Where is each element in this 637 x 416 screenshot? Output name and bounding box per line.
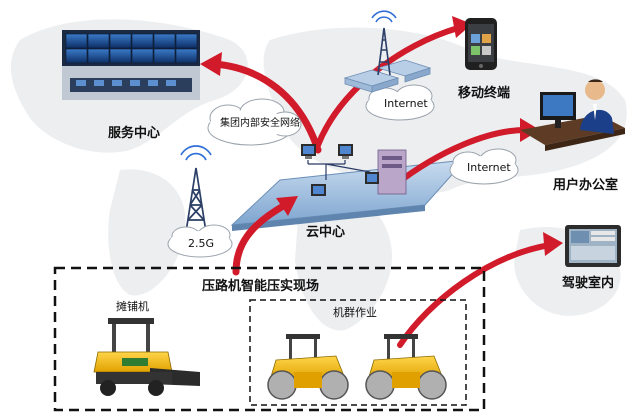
arrow-to-cab: [397, 242, 553, 348]
label-service-center: 服务中心: [108, 126, 161, 141]
label-internet-right: Internet: [467, 161, 511, 174]
server-blocks-icon: [343, 59, 432, 93]
arrow-to-office: [392, 127, 528, 188]
paver-machine-icon: [93, 318, 200, 396]
label-2-5g: 2.5G: [188, 237, 215, 250]
top-radio-tower-icon: [371, 10, 397, 76]
road-roller-2-icon: [365, 334, 447, 400]
driver-cab-tablet-icon: [565, 225, 621, 267]
cell-tower-icon: [180, 145, 212, 233]
label-group-network: 集团内部安全网络: [220, 118, 300, 129]
label-driver-cab: 驾驶室内: [562, 276, 615, 291]
site-dashed-border: [53, 266, 486, 412]
label-paver: 摊铺机: [116, 300, 149, 313]
user-office-icon: [520, 79, 625, 151]
arrow-to-service-center: [211, 60, 322, 154]
arrow-site-to-cloud: [232, 201, 289, 276]
label-internet-top: Internet: [384, 97, 428, 110]
label-mobile-terminal: 移动终端: [458, 86, 511, 101]
mobile-phone-icon: [465, 18, 497, 70]
label-fleet-operation: 机群作业: [333, 306, 377, 319]
road-roller-1-icon: [267, 334, 349, 400]
cloud-center-computers-icon: [301, 144, 407, 196]
label-cloud-center: 云中心: [306, 225, 346, 240]
label-site: 压路机智能压实现场: [202, 279, 320, 294]
data-flow-arrows: [211, 25, 553, 348]
arrow-heads: [200, 16, 563, 256]
label-user-office: 用户办公室: [553, 178, 619, 193]
service-center-video-wall: [62, 30, 200, 100]
